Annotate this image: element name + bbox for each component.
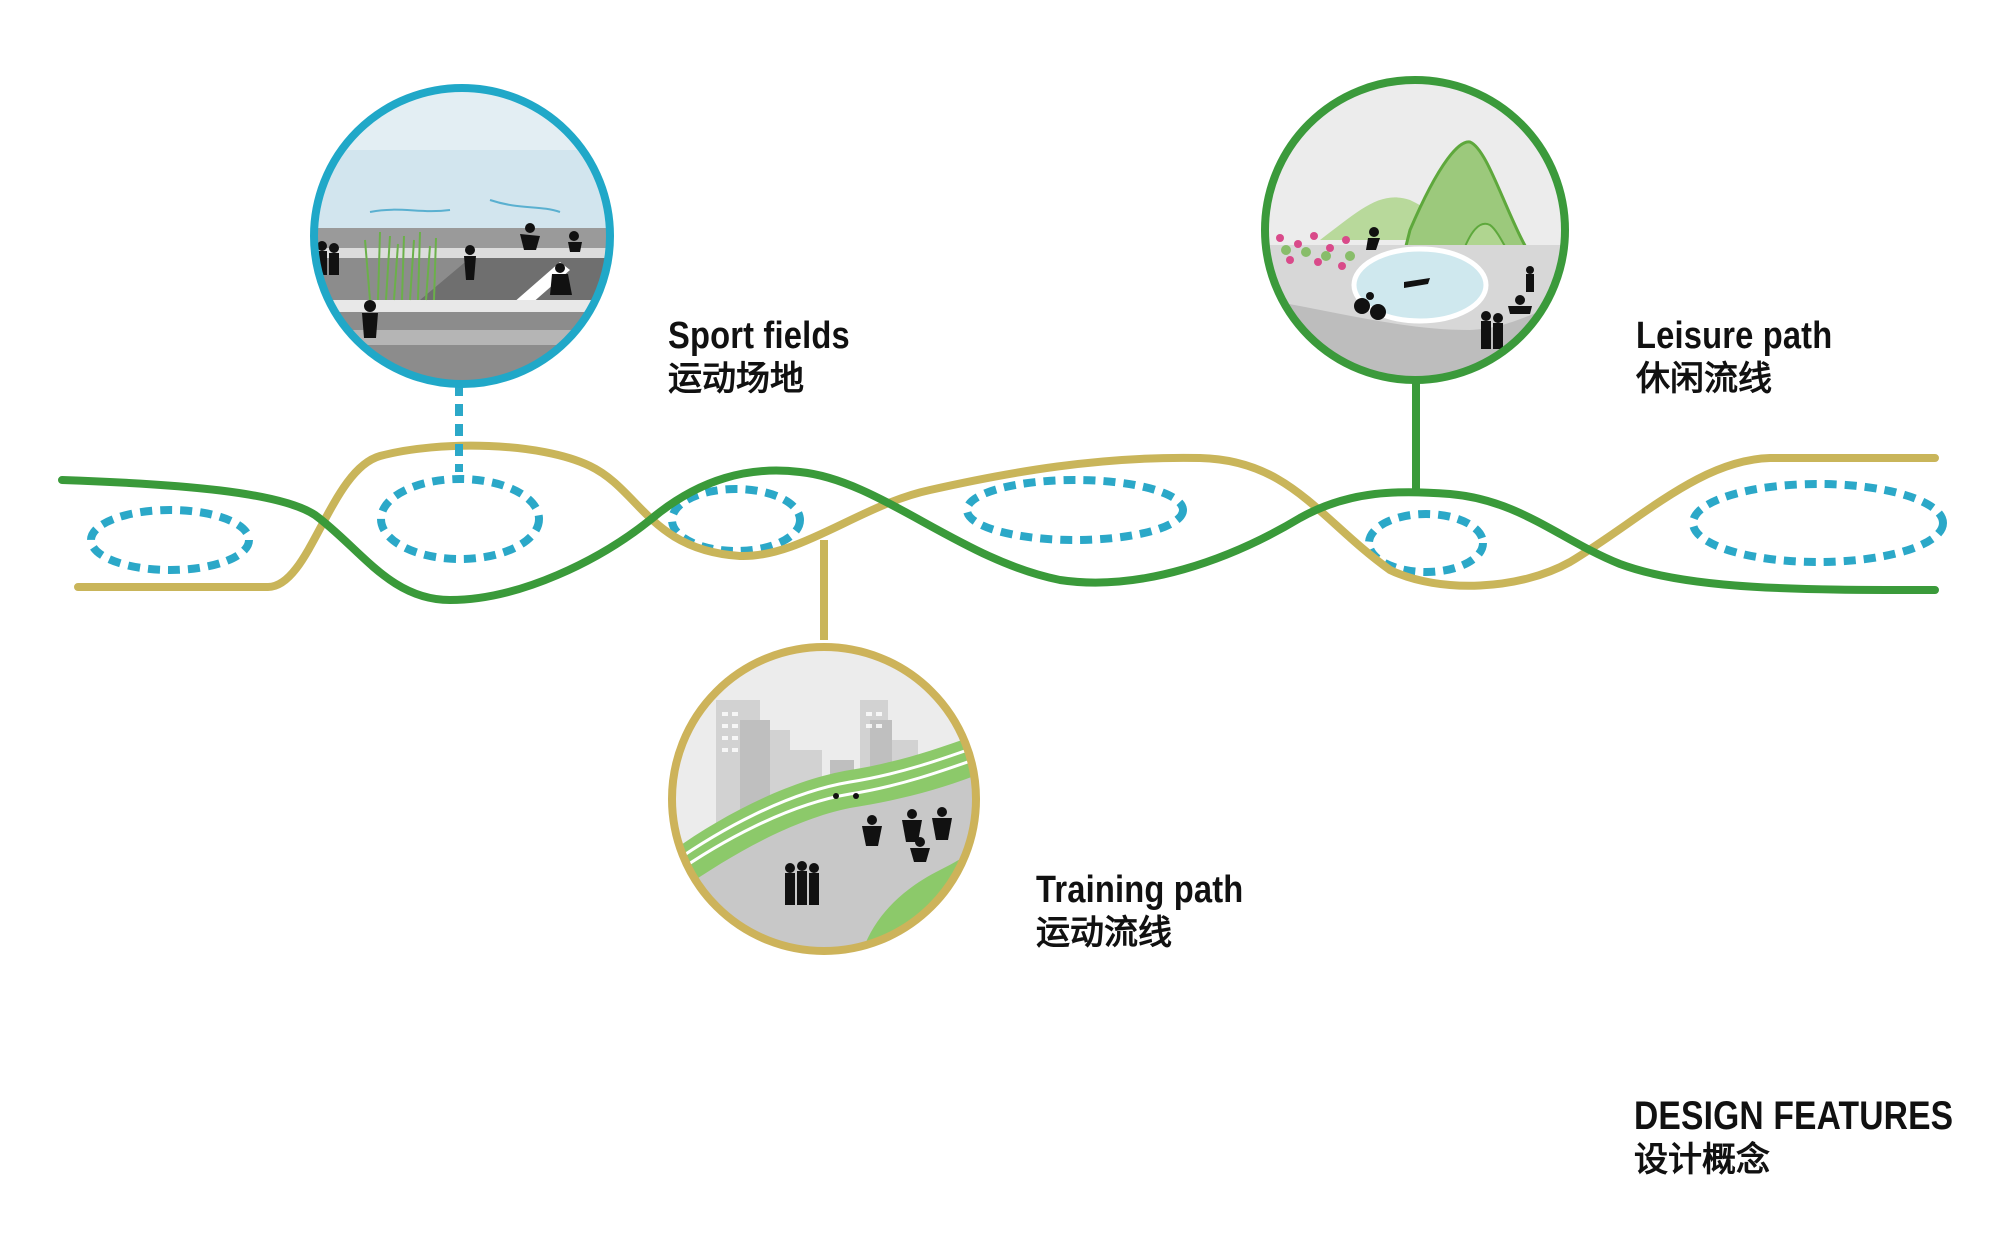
leisure-path-title-zh: 休闲流线	[1636, 359, 1772, 400]
leisure-path-label: Leisure path 休闲流线	[1636, 315, 1864, 400]
sport-fields-scene-icon	[310, 84, 614, 388]
sport-fields-title-en: Sport fields	[668, 315, 850, 357]
training-path-scene-icon	[668, 643, 980, 955]
training-path-line	[74, 441, 1939, 591]
leisure-path-title-en: Leisure path	[1636, 315, 1833, 357]
sport-fields-title-zh: 运动场地	[668, 359, 804, 400]
field-node	[963, 476, 1187, 544]
training-path-title-en: Training path	[1036, 869, 1244, 911]
design-features-label: DESIGN FEATURES 设计概念	[1634, 1094, 2000, 1181]
field-node	[1689, 480, 1947, 566]
field-node	[1365, 510, 1487, 576]
training-path-label: Training path 运动流线	[1036, 869, 1277, 954]
sport-field-nodes	[87, 475, 1947, 576]
field-node	[377, 475, 543, 563]
training-path-title-zh: 运动流线	[1036, 913, 1172, 954]
leisure-path-scene-icon	[1261, 76, 1569, 384]
sport-fields-label: Sport fields 运动场地	[668, 315, 879, 400]
leisure-path-line	[58, 466, 1939, 604]
field-node	[87, 506, 253, 574]
design-features-title-en: DESIGN FEATURES	[1634, 1094, 1954, 1138]
field-node	[668, 485, 804, 555]
design-features-title-zh: 设计概念	[1634, 1140, 1770, 1181]
